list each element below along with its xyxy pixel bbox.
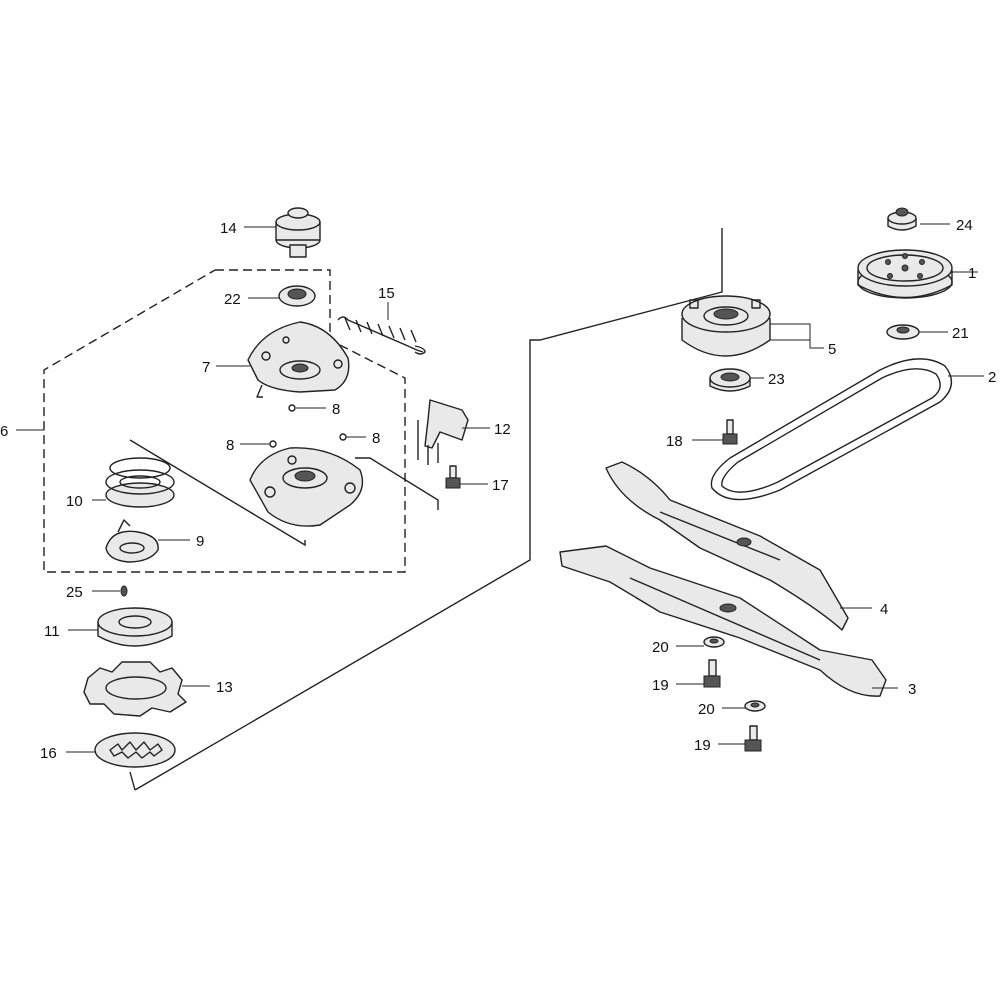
part-4-blade (605, 461, 849, 631)
callout-12: 12 (494, 421, 511, 438)
callout-23: 23 (768, 371, 785, 388)
callout-8-b: 8 (226, 437, 234, 454)
part-19-bolt-a (703, 659, 721, 688)
callout-15: 15 (378, 285, 395, 302)
part-2-belt (710, 358, 953, 501)
callout-13: 13 (216, 679, 233, 696)
part-6-lower-plate (249, 447, 364, 527)
callout-8-a: 8 (332, 401, 340, 418)
leader-lines (16, 223, 984, 753)
lower-drive-boundary-end (129, 771, 136, 791)
callout-16: 16 (40, 745, 57, 762)
part-1-pulley (857, 249, 953, 299)
assembly-6-boundary (43, 269, 406, 573)
callout-18: 18 (666, 433, 683, 450)
callout-8-c: 8 (372, 430, 380, 447)
part-8-pin-b (269, 440, 277, 448)
callout-14: 14 (220, 220, 237, 237)
callout-labels: 1 2 3 4 5 6 7 8 8 8 9 10 11 12 13 14 15 … (0, 217, 996, 762)
callout-21: 21 (952, 325, 969, 342)
part-8-pin-a (288, 404, 296, 412)
part-25-pin (120, 585, 128, 597)
part-18-bolt (722, 419, 738, 445)
part-12-bracket (417, 399, 469, 465)
part-24-nut (887, 207, 917, 231)
callout-25: 25 (66, 584, 83, 601)
callout-24: 24 (956, 217, 973, 234)
part-17-bolt (445, 465, 461, 489)
part-20-washer-b (744, 700, 766, 712)
part-23-bearing (709, 368, 751, 392)
part-21-spacer (886, 324, 920, 340)
part-16-washer (94, 732, 176, 768)
part-10-coil (105, 457, 175, 508)
assembly-6-inner-line-2 (355, 457, 439, 510)
part-8-pin-c (339, 433, 347, 441)
part-7-plate (247, 321, 350, 398)
callout-22: 22 (224, 291, 241, 308)
callout-3: 3 (908, 681, 916, 698)
callout-19-b: 19 (694, 737, 711, 754)
callout-17: 17 (492, 477, 509, 494)
part-14-knob (275, 207, 321, 258)
callout-4: 4 (880, 601, 888, 618)
assembly-6-inner-line (129, 439, 306, 547)
part-13-gear-ring (83, 661, 187, 717)
callout-19-a: 19 (652, 677, 669, 694)
callout-6: 6 (0, 423, 8, 440)
part-3-blade (559, 545, 887, 697)
part-22-bearing (278, 285, 316, 307)
callout-2: 2 (988, 369, 996, 386)
callout-9: 9 (196, 533, 204, 550)
part-20-washer-a (703, 636, 725, 648)
part-19-bolt-b (744, 725, 762, 752)
callout-5: 5 (828, 341, 836, 358)
part-9-clip (105, 519, 159, 563)
callout-20-a: 20 (652, 639, 669, 656)
callout-7: 7 (202, 359, 210, 376)
callout-20-b: 20 (698, 701, 715, 718)
callout-11: 11 (44, 623, 60, 640)
callout-10: 10 (66, 493, 83, 510)
part-11-drum (97, 607, 173, 647)
lower-drive-boundary (134, 228, 723, 791)
part-5-housing (681, 295, 771, 357)
callout-1: 1 (968, 265, 976, 282)
part-15-spring (337, 316, 426, 355)
